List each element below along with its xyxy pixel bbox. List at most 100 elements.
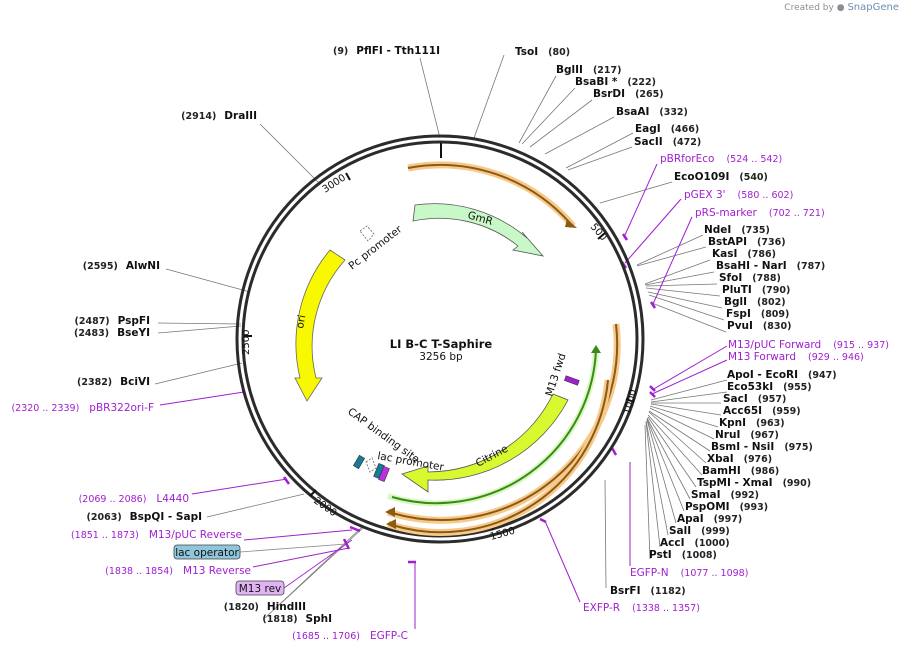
primer-label: pRS-marker(702 .. 721) (695, 207, 825, 219)
site-label: BsmI - NsiI(975) (711, 441, 813, 453)
site-name: SmaI (691, 489, 721, 501)
site-position: (217) (593, 65, 622, 76)
site-label: (2487)PspFI (75, 315, 150, 327)
primer-name: pRS-marker (695, 207, 758, 219)
orange-arc-right-2-head (386, 519, 396, 529)
primer-name: M13/pUC Reverse (149, 529, 242, 541)
site-label: BsaAI(332) (616, 106, 688, 118)
credit-brand: SnapGene (847, 2, 899, 13)
site-name: KpnI (719, 417, 746, 429)
leader-lines (154, 54, 728, 619)
site-position: (1820) (224, 602, 259, 613)
site-name: NruI (715, 429, 740, 441)
site-position: (540) (739, 172, 768, 183)
site-name: PluTI (722, 284, 752, 296)
site-name: NdeI (704, 224, 731, 236)
primer-labels: pBRforEco(524 .. 542) pGEX 3'(580 .. 602… (11, 153, 889, 642)
credit-prefix: Created by (784, 3, 834, 13)
site-label: TspMI - XmaI(990) (697, 477, 811, 489)
site-label: (2063)BspQI - SapI (87, 511, 202, 523)
site-label: PvuI(830) (727, 320, 791, 332)
lac-operator-leader (239, 543, 347, 553)
site-label: KpnI(963) (719, 417, 785, 429)
site-name: AccI (660, 537, 684, 549)
site-label: EagI(466) (635, 123, 699, 135)
primer-position: (915 .. 937) (833, 340, 889, 351)
site-position: (947) (808, 370, 837, 381)
site-label: NdeI (735) (704, 224, 770, 236)
backbone-outer (235, 134, 645, 544)
site-name: BciVI (120, 376, 150, 388)
site-position: (2063) (87, 512, 122, 523)
site-name: BsrDI (593, 88, 625, 100)
site-position: (999) (701, 526, 730, 537)
site-position: (472) (673, 137, 702, 148)
site-position: (736) (757, 237, 786, 248)
site-label: (1820)HindIII (224, 601, 306, 613)
site-position: (735) (741, 225, 770, 236)
site-position: (976) (744, 454, 773, 465)
site-position: (955) (783, 382, 812, 393)
site-position: (993) (740, 502, 769, 513)
site-label: BstAPI(736) (708, 236, 786, 248)
ori-feature (294, 249, 346, 402)
site-position: (787) (797, 261, 826, 272)
primer-name: M13/pUC Forward (728, 339, 821, 351)
primer-name: M13 Reverse (183, 565, 251, 577)
site-label: (1818) SphI (262, 613, 332, 625)
primer-label: (1851 .. 1873) M13/pUC Reverse (71, 529, 242, 541)
lac-operator-box-label: lac operator (175, 547, 239, 559)
site-label: (2595)AlwNI (83, 260, 160, 272)
site-position: (1182) (651, 586, 686, 597)
site-label: (2914)DraIII (181, 110, 257, 122)
site-label: KasI(786) (712, 248, 776, 260)
site-label: BsaHI - NarI (787) (716, 260, 825, 272)
primer-label: pBRforEco(524 .. 542) (660, 153, 782, 165)
ori-label: ori (294, 314, 308, 330)
map-title: LI B-C T-Saphire (390, 337, 493, 351)
primer-name: pGEX 3' (684, 189, 726, 201)
orange-arc-right-2-core (391, 379, 609, 534)
site-position: (9) (333, 46, 348, 57)
primer-label: EGFP-N(1077 .. 1098) (630, 567, 748, 579)
green-arc-core (391, 348, 597, 505)
pc-promoter-arrow (359, 225, 375, 242)
site-position: (222) (627, 77, 656, 88)
site-name: SphI (306, 613, 332, 625)
primer-label: M13 Forward(929 .. 946) (728, 351, 864, 363)
site-label: SmaI (992) (691, 489, 759, 501)
site-label: ApaI(997) (677, 513, 742, 525)
snapgene-credit: Created by ● SnapGene (784, 2, 899, 13)
site-label: BglI(802) (724, 296, 786, 308)
primer-leader-lines (159, 163, 728, 629)
primer-position: (1338 .. 1357) (632, 603, 700, 614)
primer-position: (1851 .. 1873) (71, 530, 139, 541)
primer-name: pBRforEco (660, 153, 714, 165)
site-name: SacI (723, 393, 748, 405)
site-name: BsaHI - NarI (716, 260, 787, 272)
site-name: AlwNI (126, 260, 160, 272)
tick-1000: 1000 (622, 388, 639, 415)
site-label: Eco53kI(955) (727, 381, 812, 393)
site-position: (959) (772, 406, 801, 417)
site-position: (957) (758, 394, 787, 405)
site-name: Acc65I (723, 405, 762, 417)
orange-arc-right-1-core (391, 323, 619, 521)
site-name: BsrFI (610, 585, 641, 597)
tick-500: 500 (588, 222, 609, 244)
site-label: FspI(809) (726, 308, 789, 320)
site-name: SfoI (719, 272, 742, 284)
site-position: (830) (763, 321, 792, 332)
primer-name: L4440 (156, 493, 189, 505)
site-position: (992) (731, 490, 760, 501)
site-position: (990) (783, 478, 812, 489)
orange-arc-right-1-head (385, 507, 395, 517)
site-label: SacII(472) (634, 136, 701, 148)
gmr-feature (412, 203, 545, 257)
primer-label: (1685 .. 1706)EGFP-C (292, 630, 408, 642)
citrine-feature (401, 393, 569, 493)
site-position: (2382) (77, 377, 112, 388)
site-position: (1818) (262, 614, 297, 625)
site-name: BsaAI (616, 106, 649, 118)
site-name: SalI (669, 525, 691, 537)
